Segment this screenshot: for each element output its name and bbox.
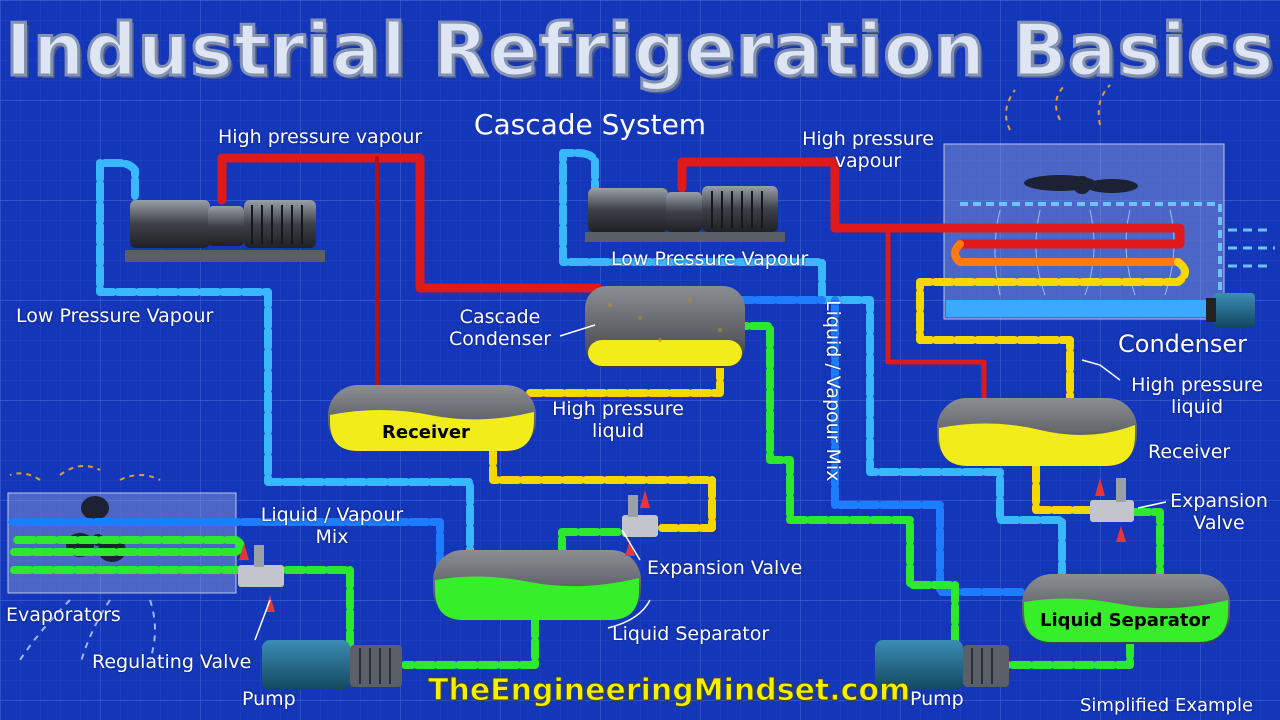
label-cascade-condenser: Cascade Condenser	[448, 306, 552, 350]
label-low-pressure-vapour-right: Low Pressure Vapour	[611, 248, 809, 270]
label-pump-left: Pump	[242, 688, 296, 710]
pump-icon	[262, 640, 402, 690]
receiver-left-tank	[328, 385, 536, 451]
label-receiver-left: Receiver	[382, 422, 470, 443]
cascade-condenser-tank	[585, 286, 745, 368]
pipe-high-pressure-liquid	[489, 258, 1189, 532]
compressor-icon	[125, 200, 325, 262]
pipe-hot-coil	[951, 240, 1182, 266]
label-footer-note: Simplified Example	[1080, 695, 1254, 716]
pipe-high-pressure-vapour	[217, 153, 1185, 401]
label-liquid-vapour-mix-left: Liquid / Vapour Mix	[260, 504, 404, 548]
condenser-sprinkles	[994, 209, 1175, 296]
pump-icon	[875, 640, 1009, 690]
label-expansion-valve-center: Expansion Valve	[647, 557, 803, 579]
label-condenser: Condenser	[1118, 330, 1247, 358]
label-high-pressure-vapour-right: High pressure vapour	[802, 128, 934, 172]
label-high-pressure-liquid-center: High pressure liquid	[552, 398, 684, 442]
liquid-separator-center-tank	[433, 550, 641, 620]
label-low-pressure-vapour-left: Low Pressure Vapour	[16, 305, 214, 327]
page-subtitle: Cascade System	[473, 108, 707, 141]
label-expansion-valve-right: Expansion Valve	[1170, 490, 1268, 534]
compressor-icon	[585, 186, 785, 242]
pipework	[8, 149, 1189, 669]
valve-icon	[1090, 478, 1134, 542]
label-high-pressure-vapour-left: High pressure vapour	[218, 126, 423, 148]
pipe-low-temp-liquid	[10, 322, 1164, 669]
leader-lines	[254, 324, 1167, 641]
label-evaporators: Evaporators	[6, 604, 121, 626]
valve-icon	[238, 543, 284, 612]
label-liquid-separator-center: Liquid Separator	[612, 623, 770, 645]
condenser-pump-icon	[1206, 293, 1255, 327]
label-regulating-valve: Regulating Valve	[92, 651, 252, 673]
liquid-separator-right-tank	[1022, 574, 1230, 644]
page-title: Industrial Refrigeration Basics	[4, 7, 1275, 94]
label-liquid-separator-right: Liquid Separator	[1040, 610, 1210, 631]
receiver-right-tank	[937, 398, 1137, 466]
valve-icon	[622, 490, 658, 556]
label-pump-right: Pump	[910, 688, 964, 710]
brand-watermark: TheEngineeringMindset.com	[427, 673, 911, 709]
fan-icon	[1024, 175, 1138, 194]
label-high-pressure-liquid-right: High pressure liquid	[1131, 374, 1263, 418]
pipe-low-pressure-vapour	[96, 149, 1066, 582]
label-receiver-right: Receiver	[1148, 441, 1231, 463]
label-liquid-vapour-mix-vertical: Liquid / Vapour Mix	[822, 300, 844, 482]
